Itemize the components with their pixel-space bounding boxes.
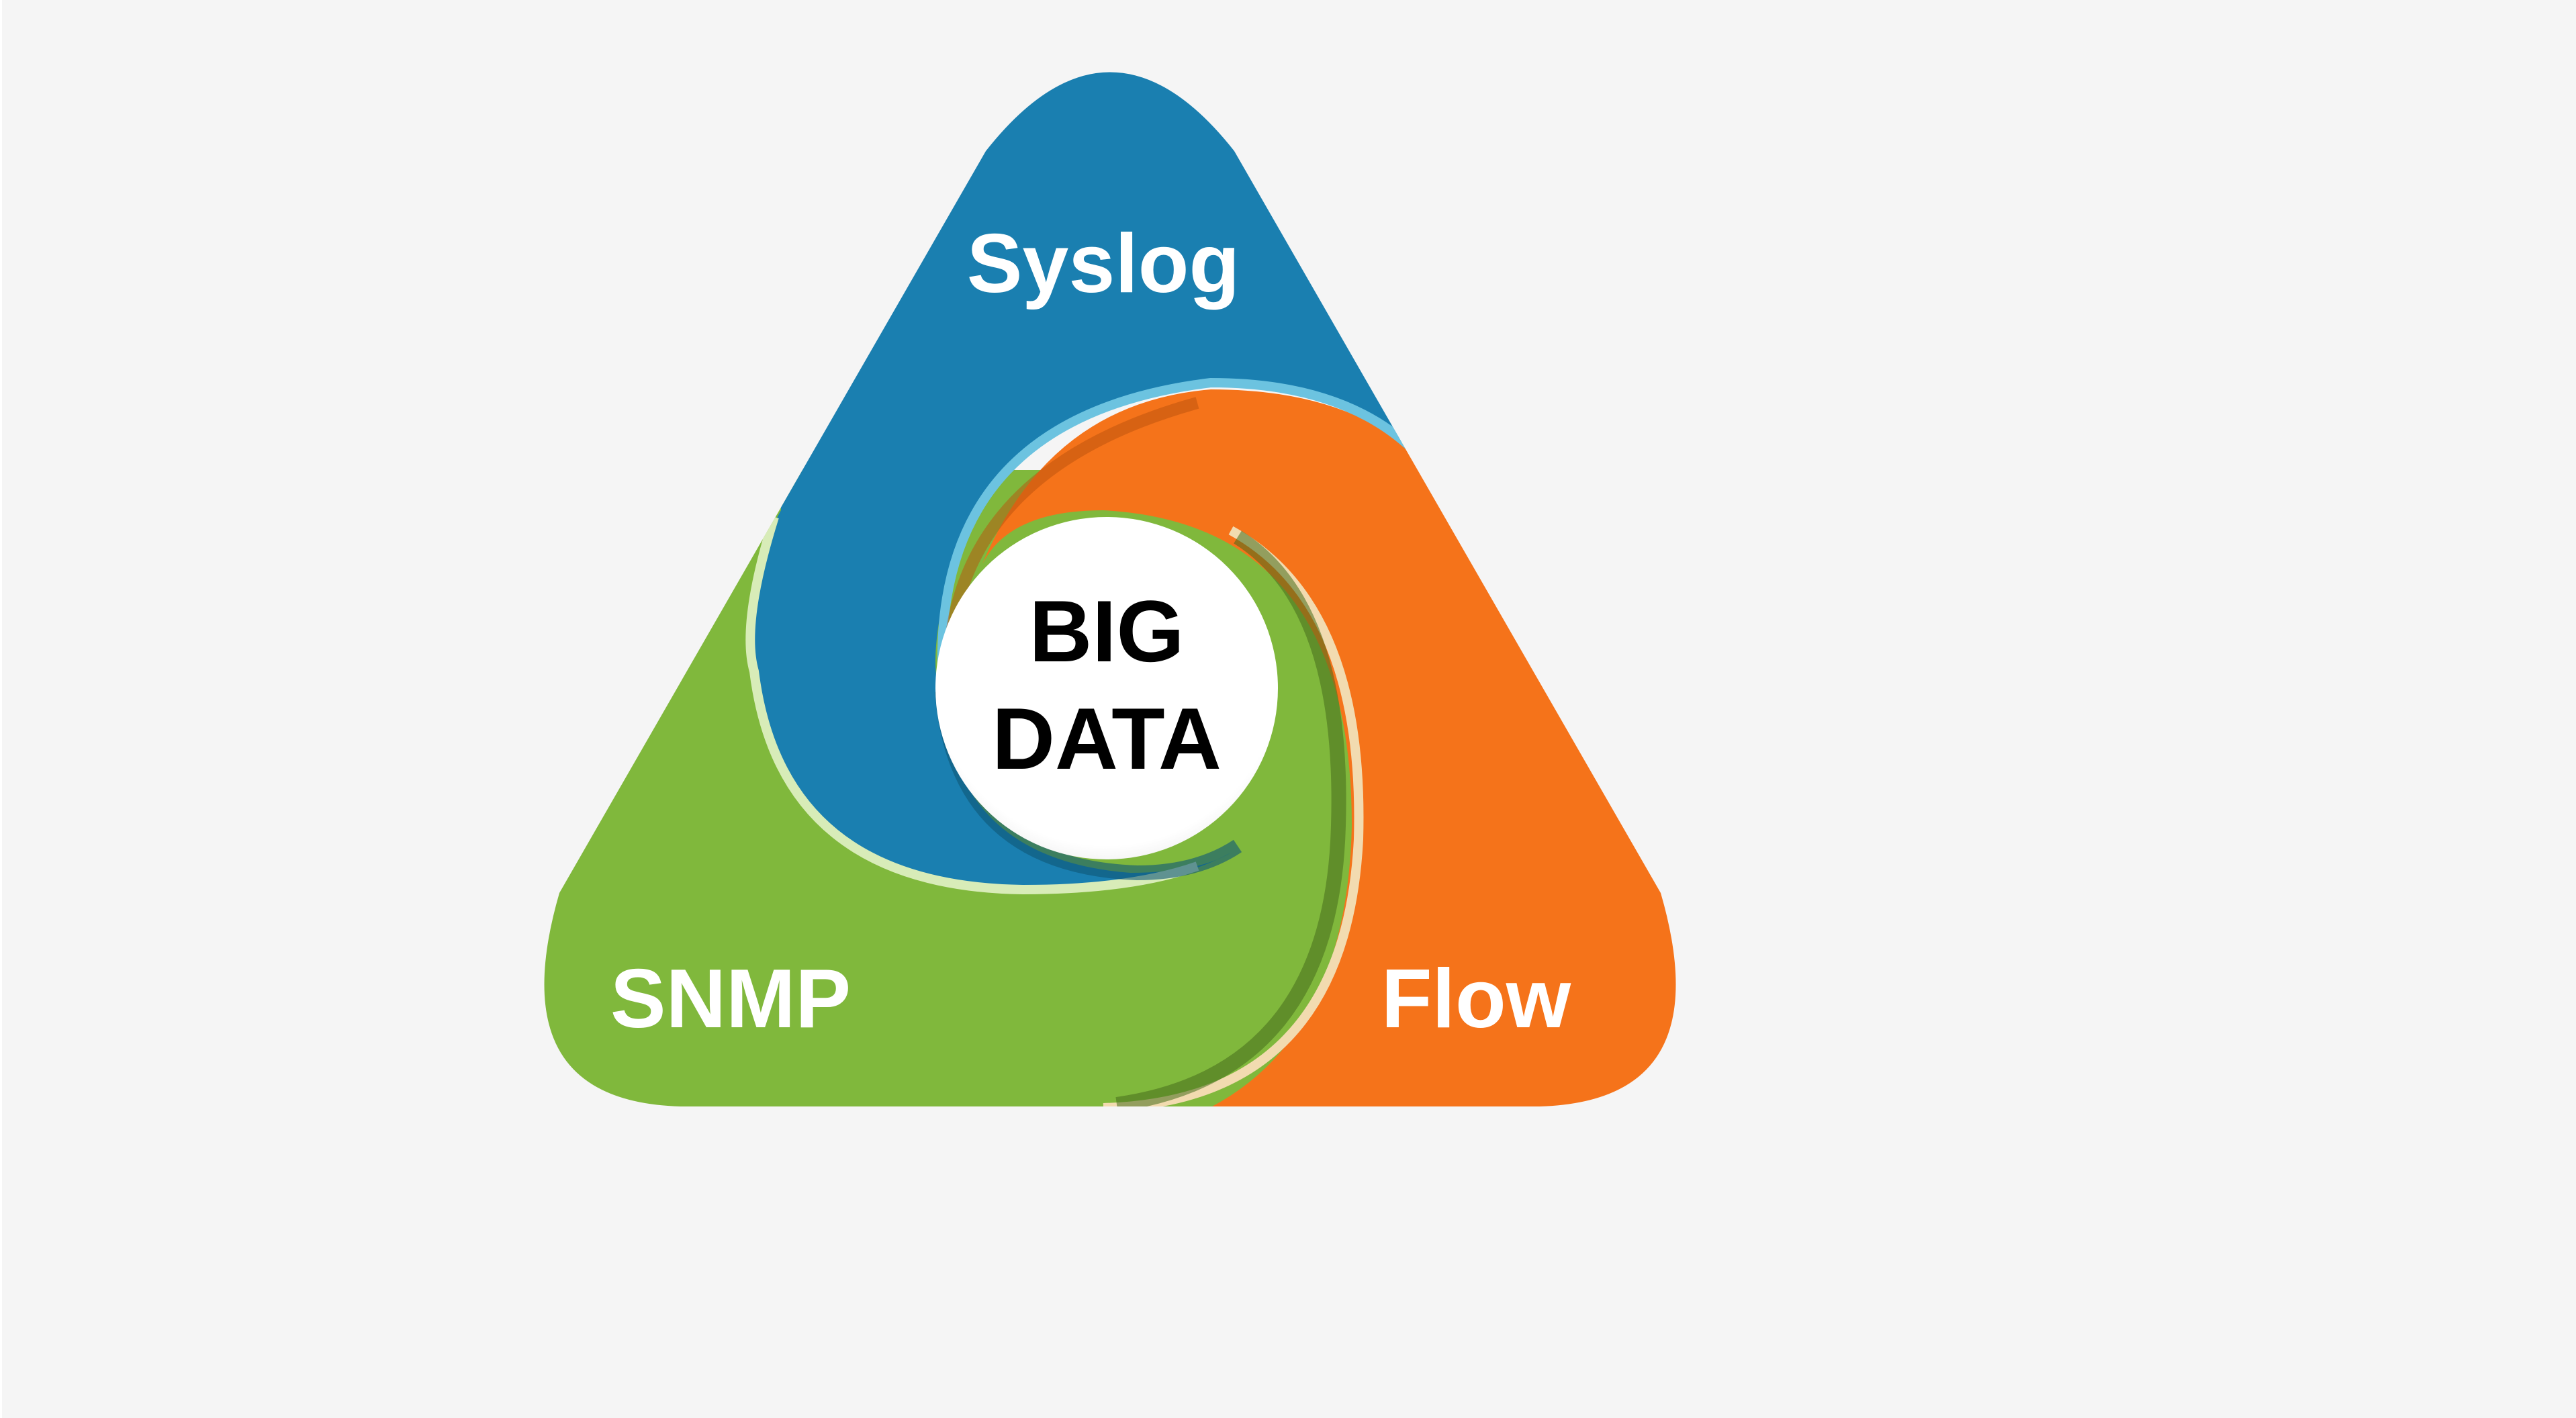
segment-flow-fill [982,389,1676,1106]
bevel-green-edge [745,515,1199,895]
bevel-orange-edge [1103,526,1364,1106]
bevel-blue-edge [937,377,1450,672]
center-circle [935,517,1278,859]
center-label-line2: DATA [992,690,1222,788]
segment-label-syslog: Syslog [967,218,1240,310]
center-label-line1: BIG [1029,582,1184,680]
shadow-green-inner [1115,530,1346,1106]
segment-label-flow: Flow [1381,953,1571,1045]
segment-label-snmp: SNMP [610,953,851,1045]
